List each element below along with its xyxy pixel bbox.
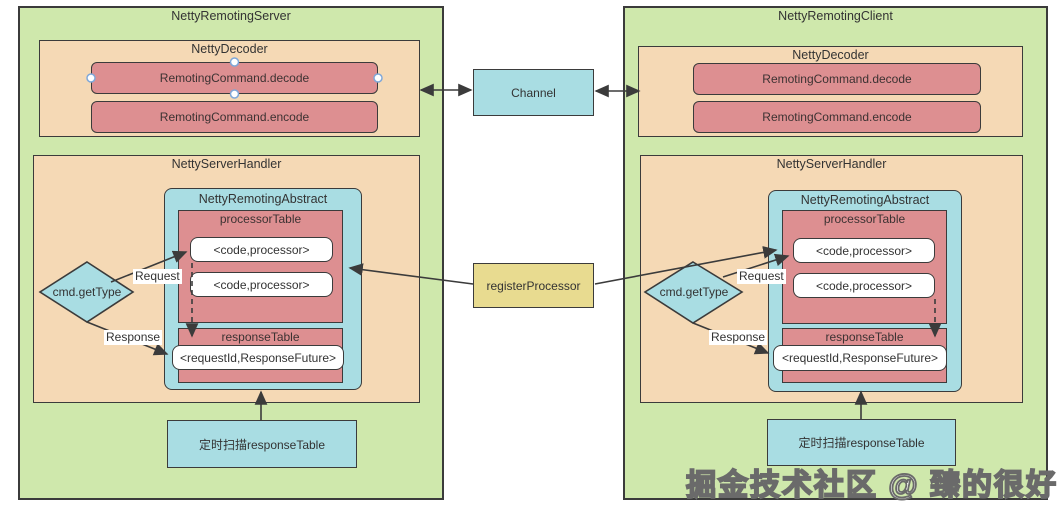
client-title: NettyRemotingClient — [778, 9, 893, 23]
client-decoder-title: NettyDecoder — [792, 48, 869, 62]
watermark: 掘金技术社区 @ 臻的很好 — [685, 468, 1058, 503]
client-decision-label: cmd.getType — [659, 285, 729, 299]
server-processor-entry: <code,processor> — [190, 272, 333, 297]
server-processor-entry: <code,processor> — [190, 237, 333, 262]
client-decode-bar: RemotingCommand.decode — [693, 63, 981, 95]
client-processor-entry: <code,processor> — [793, 238, 935, 263]
server-scanner-box: 定时扫描responseTable — [167, 420, 357, 468]
server-processor-table-title: processorTable — [219, 212, 302, 226]
client-response-label: Response — [709, 330, 768, 345]
server-title: NettyRemotingServer — [171, 9, 291, 23]
register-processor-box: registerProcessor — [473, 263, 594, 308]
channel-box: Channel — [473, 69, 594, 116]
client-processor-entry: <code,processor> — [793, 273, 935, 298]
client-response-entry: <requestId,ResponseFuture> — [773, 345, 947, 371]
server-abstract-title: NettyRemotingAbstract — [198, 192, 328, 206]
server-response-table-title: responseTable — [221, 330, 300, 344]
client-encode-bar: RemotingCommand.encode — [693, 101, 981, 133]
client-processor-table-title: processorTable — [823, 212, 906, 226]
server-response-label: Response — [104, 330, 163, 345]
client-handler-title: NettyServerHandler — [776, 157, 887, 171]
server-handler-title: NettyServerHandler — [171, 157, 282, 171]
client-scanner-box: 定时扫描responseTable — [767, 419, 956, 466]
server-decoder-title: NettyDecoder — [191, 42, 268, 56]
server-response-entry: <requestId,ResponseFuture> — [172, 345, 344, 370]
server-encode-bar: RemotingCommand.encode — [91, 101, 378, 133]
server-decode-bar: RemotingCommand.decode — [91, 62, 378, 94]
client-abstract-title: NettyRemotingAbstract — [800, 193, 930, 207]
client-response-table-title: responseTable — [825, 330, 904, 344]
server-decision-label: cmd.getType — [52, 285, 122, 299]
server-request-label: Request — [133, 269, 182, 284]
client-processor-table — [782, 210, 947, 324]
server-processor-table — [178, 210, 343, 323]
client-request-label: Request — [737, 269, 786, 284]
